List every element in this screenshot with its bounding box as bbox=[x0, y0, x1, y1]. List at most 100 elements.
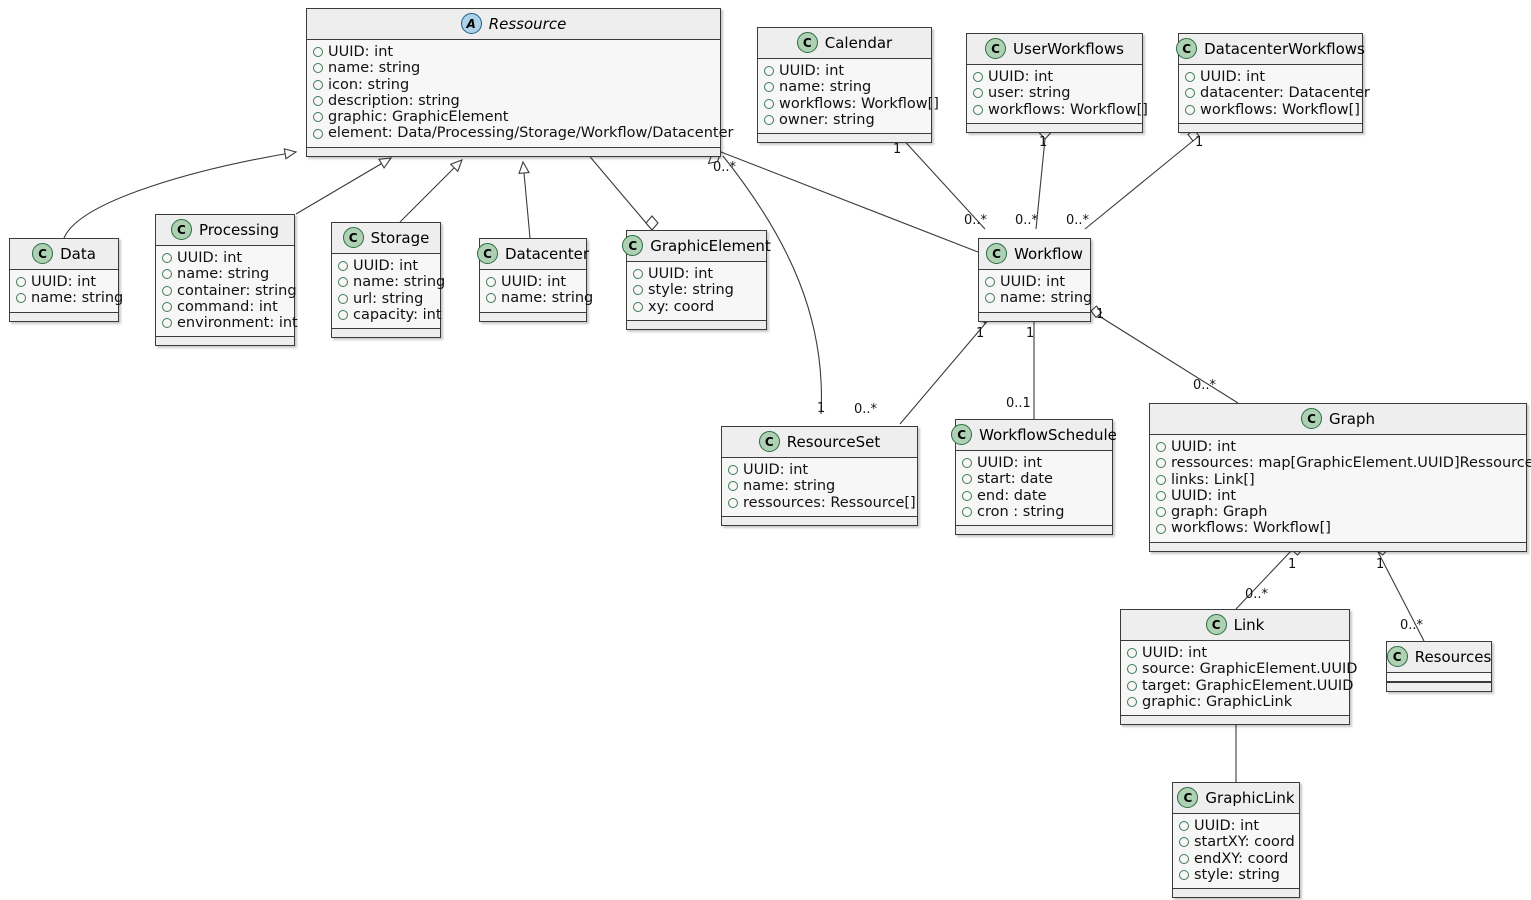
attribute-row: name: string bbox=[985, 290, 1092, 306]
attribute-label: links: Link[] bbox=[1171, 471, 1255, 488]
edge-processing-ressource bbox=[295, 157, 393, 215]
public-visibility-icon bbox=[313, 96, 323, 107]
attribute-label: UUID: int bbox=[1171, 487, 1237, 504]
attribute-row: UUID: int bbox=[338, 258, 434, 274]
multiplicity-label: 1 bbox=[976, 326, 985, 341]
public-visibility-icon bbox=[1156, 507, 1166, 518]
multiplicity-label: 1 bbox=[1195, 135, 1204, 150]
public-visibility-icon bbox=[162, 269, 172, 280]
class-header-userworkflows: C UserWorkflows bbox=[967, 34, 1142, 65]
multiplicity-label: 1 bbox=[1376, 557, 1385, 572]
multiplicity-label: 1 bbox=[893, 142, 902, 157]
multiplicity-label: 0..* bbox=[1245, 587, 1269, 602]
attribute-label: workflows: Workflow[] bbox=[779, 95, 939, 112]
class-icon: C bbox=[986, 243, 1008, 264]
attribute-label: ressources: map[GraphicElement.UUID]Ress… bbox=[1171, 455, 1531, 472]
public-visibility-icon bbox=[1156, 523, 1166, 534]
public-visibility-icon bbox=[1156, 442, 1166, 453]
class-methods-ressource bbox=[307, 146, 720, 156]
class-attributes-resources bbox=[1387, 673, 1491, 682]
class-icon: C bbox=[985, 38, 1007, 59]
attribute-label: start: date bbox=[977, 471, 1053, 488]
class-methods-resources bbox=[1387, 682, 1491, 691]
class-icon: C bbox=[1386, 646, 1408, 667]
attribute-label: UUID: int bbox=[743, 462, 809, 478]
attribute-row: endXY: coord bbox=[1179, 851, 1293, 867]
attribute-label: graph: Graph bbox=[1171, 504, 1268, 521]
attribute-row: datacenter: Datacenter bbox=[1185, 85, 1370, 101]
public-visibility-icon bbox=[1156, 474, 1166, 485]
attribute-label: graphic: GraphicElement bbox=[328, 109, 509, 126]
attribute-row: name: string bbox=[338, 274, 445, 290]
class-methods-workflowschedule bbox=[956, 525, 1112, 535]
attribute-row: ressources: Ressource[] bbox=[728, 495, 916, 511]
attribute-row: environment: int bbox=[162, 315, 298, 331]
attribute-row: url: string bbox=[338, 291, 434, 307]
attribute-row: UUID: int bbox=[16, 274, 112, 290]
class-name-graph: Graph bbox=[1328, 409, 1375, 428]
multiplicity-label: 1 bbox=[1039, 135, 1048, 150]
attribute-label: startXY: coord bbox=[1194, 834, 1295, 851]
attribute-row: name: string bbox=[728, 478, 911, 494]
attribute-row: name: string bbox=[16, 290, 123, 306]
multiplicity-label: 0..* bbox=[964, 213, 988, 228]
class-name-resources: Resources bbox=[1414, 647, 1492, 666]
public-visibility-icon bbox=[1127, 664, 1137, 675]
attribute-label: workflows: Workflow[] bbox=[988, 101, 1148, 118]
multiplicity-label: 1 bbox=[1096, 307, 1105, 322]
attribute-label: capacity: int bbox=[353, 306, 442, 323]
class-name-calendar: Calendar bbox=[824, 33, 893, 52]
attribute-label: description: string bbox=[328, 92, 460, 109]
attribute-row: UUID: int bbox=[962, 455, 1106, 471]
public-visibility-icon bbox=[633, 269, 643, 280]
attribute-label: UUID: int bbox=[977, 455, 1043, 471]
class-methods-processing bbox=[156, 336, 294, 346]
attribute-label: url: string bbox=[353, 290, 424, 307]
uml-class-resources[interactable]: C Resources bbox=[1386, 641, 1492, 692]
public-visibility-icon bbox=[313, 128, 323, 139]
public-visibility-icon bbox=[764, 82, 774, 93]
class-methods-calendar bbox=[758, 133, 931, 143]
class-attributes-graph: UUID: int ressources: map[GraphicElement.… bbox=[1150, 435, 1531, 542]
public-visibility-icon bbox=[973, 104, 983, 115]
attribute-row: command: int bbox=[162, 299, 288, 315]
attribute-row: user: string bbox=[973, 85, 1136, 101]
attribute-label: cron : string bbox=[977, 503, 1065, 520]
class-name-graphicelement: GraphicElement bbox=[650, 236, 771, 255]
attribute-row: element: Data/Processing/Storage/Workflo… bbox=[313, 125, 733, 141]
attribute-row: UUID: int bbox=[1127, 645, 1343, 661]
attribute-label: owner: string bbox=[779, 111, 875, 128]
public-visibility-icon bbox=[962, 490, 972, 501]
attribute-label: command: int bbox=[177, 298, 278, 315]
diamond-graphicelement bbox=[645, 215, 659, 231]
public-visibility-icon bbox=[338, 261, 348, 272]
class-icon: C bbox=[1176, 38, 1198, 59]
attribute-row: name: string bbox=[764, 79, 925, 95]
attribute-row: cron : string bbox=[962, 504, 1106, 520]
attribute-row: ressources: map[GraphicElement.UUID]Ress… bbox=[1156, 455, 1531, 471]
class-name-userworkflows: UserWorkflows bbox=[1013, 39, 1124, 58]
attribute-label: UUID: int bbox=[779, 63, 845, 79]
